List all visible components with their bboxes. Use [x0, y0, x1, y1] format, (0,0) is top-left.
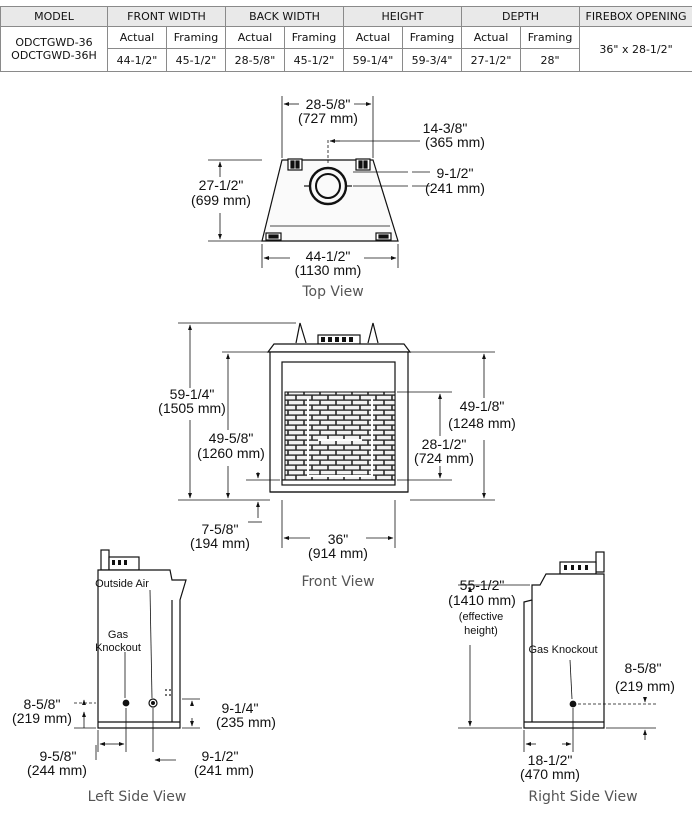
gas-depth-label: 9-5/8": [40, 748, 77, 764]
value-cell: 44-1/2": [107, 48, 167, 72]
value-cell: 28": [520, 48, 581, 72]
gas-knockout-point: [122, 699, 130, 707]
gas-depth-metric: (470 mm): [520, 766, 580, 782]
gas-height-label: 8-5/8": [24, 696, 61, 712]
effective-height-metric: (1410 mm): [448, 592, 516, 608]
vent-offset-metric: (365 mm): [425, 134, 485, 150]
gas-depth-label: 18-1/2": [528, 752, 573, 768]
subheader-cell: Framing: [402, 26, 463, 49]
gas-depth-metric: (244 mm): [27, 762, 87, 778]
right-side-dimensions: [458, 584, 656, 752]
model-cell: ODCTGWD-36 ODCTGWD-36H: [0, 26, 108, 72]
gas-height-label: 8-5/8": [625, 660, 662, 676]
gas-knockout-label-2: Knockout: [95, 642, 141, 654]
left-side-dimensions: [74, 589, 200, 762]
air-height-label: 9-1/4": [222, 700, 259, 716]
gas-knockout-point: [569, 700, 577, 708]
front-view-caption: Front View: [301, 574, 374, 590]
right-side-view: [523, 551, 605, 729]
opening-width-label: 36": [328, 531, 349, 547]
vent-offset-label: 14-3/8": [423, 120, 468, 136]
air-depth-metric: (241 mm): [194, 762, 254, 778]
top-view-dimensions: [208, 96, 430, 268]
value-cell: 45-1/2": [283, 48, 345, 72]
left-side-labels: Outside Air Gas Knockout 8-5/8" (219 mm)…: [12, 578, 276, 805]
value-cell: 27-1/2": [461, 48, 522, 72]
subheader-cell: Framing: [166, 26, 226, 49]
outside-air-point: [148, 698, 158, 708]
opening-height-label: 28-1/2": [422, 436, 467, 452]
back-width-label: 28-5/8": [306, 96, 351, 112]
front-view-dimensions: [178, 322, 495, 548]
effective-height-note-2: height): [464, 625, 498, 637]
top-view-labels: 28-5/8" (727 mm) 14-3/8" (365 mm) 9-1/2"…: [191, 96, 485, 300]
vent-collar: [304, 166, 352, 206]
base-height-label: 7-5/8": [202, 521, 239, 537]
right-side-labels: 55-1/2" (1410 mm) (effective height) Gas…: [448, 577, 675, 805]
top-bracket: [355, 158, 371, 171]
top-view-outline: [261, 159, 399, 242]
value-cell: 45-1/2": [166, 48, 226, 72]
front-view-labels: 59-1/4" (1505 mm) 49-5/8" (1260 mm) 49-1…: [158, 386, 516, 590]
left-side-body: [97, 569, 187, 729]
value-cell: 59-1/4": [343, 48, 404, 72]
value-cell: 59-3/4": [402, 48, 463, 72]
top-view: [261, 158, 399, 242]
opening-height-metric: (724 mm): [414, 450, 474, 466]
framing-height-metric: (1260 mm): [197, 445, 265, 461]
subheader-cell: Actual: [107, 26, 167, 49]
effective-height-note-1: (effective: [459, 611, 503, 623]
base-height-metric: (194 mm): [190, 535, 250, 551]
framing-height-label: 49-5/8": [209, 430, 254, 446]
overall-height-metric: (1505 mm): [158, 400, 226, 416]
depth-metric: (699 mm): [191, 192, 251, 208]
header-model: MODEL: [0, 6, 108, 27]
depth-label: 27-1/2": [199, 177, 244, 193]
effective-height-label: 55-1/2": [460, 577, 505, 593]
overall-height-label: 59-1/4": [170, 386, 215, 402]
gas-knockout-label: Gas Knockout: [528, 644, 597, 656]
model-name-2: ODCTGWD-36H: [11, 49, 97, 62]
vent-depth-metric: (241 mm): [425, 180, 485, 196]
header-firebox-opening: FIREBOX OPENING: [579, 6, 692, 27]
outside-air-label: Outside Air: [95, 578, 149, 590]
top-bracket: [287, 158, 303, 171]
header-back-width: BACK WIDTH: [224, 6, 345, 27]
air-height-metric: (235 mm): [216, 714, 276, 730]
front-width-label: 44-1/2": [306, 248, 351, 264]
value-cell: 28-5/8": [225, 48, 285, 72]
vent-depth-label: 9-1/2": [437, 165, 474, 181]
table-header-row: MODEL FRONT WIDTH BACK WIDTH HEIGHT DEPT…: [0, 6, 692, 27]
upper-height-metric: (1248 mm): [448, 415, 516, 431]
gas-knockout-label-1: Gas: [108, 629, 129, 641]
opening-width-metric: (914 mm): [308, 545, 368, 561]
top-view-caption: Top View: [301, 284, 363, 300]
front-view-hood: [266, 343, 412, 353]
header-front-width: FRONT WIDTH: [107, 6, 226, 27]
air-depth-label: 9-1/2": [202, 748, 239, 764]
right-side-caption: Right Side View: [528, 789, 637, 805]
firebox-brick-panel: [284, 391, 396, 481]
upper-height-label: 49-1/8": [460, 398, 505, 414]
gas-height-metric: (219 mm): [615, 678, 675, 694]
left-side-view: [97, 549, 187, 729]
back-width-metric: (727 mm): [298, 110, 358, 126]
table-value-row: 44-1/2" 45-1/2" 28-5/8" 45-1/2" 59-1/4" …: [1, 48, 692, 72]
subheader-cell: Actual: [225, 26, 285, 49]
front-width-metric: (1130 mm): [295, 262, 362, 278]
front-view: [266, 322, 412, 493]
gas-height-metric: (219 mm): [12, 710, 72, 726]
model-name-1: ODCTGWD-36: [15, 36, 93, 49]
left-side-caption: Left Side View: [88, 789, 187, 805]
header-depth: DEPTH: [461, 6, 581, 27]
specification-table: MODEL FRONT WIDTH BACK WIDTH HEIGHT DEPT…: [0, 6, 692, 72]
